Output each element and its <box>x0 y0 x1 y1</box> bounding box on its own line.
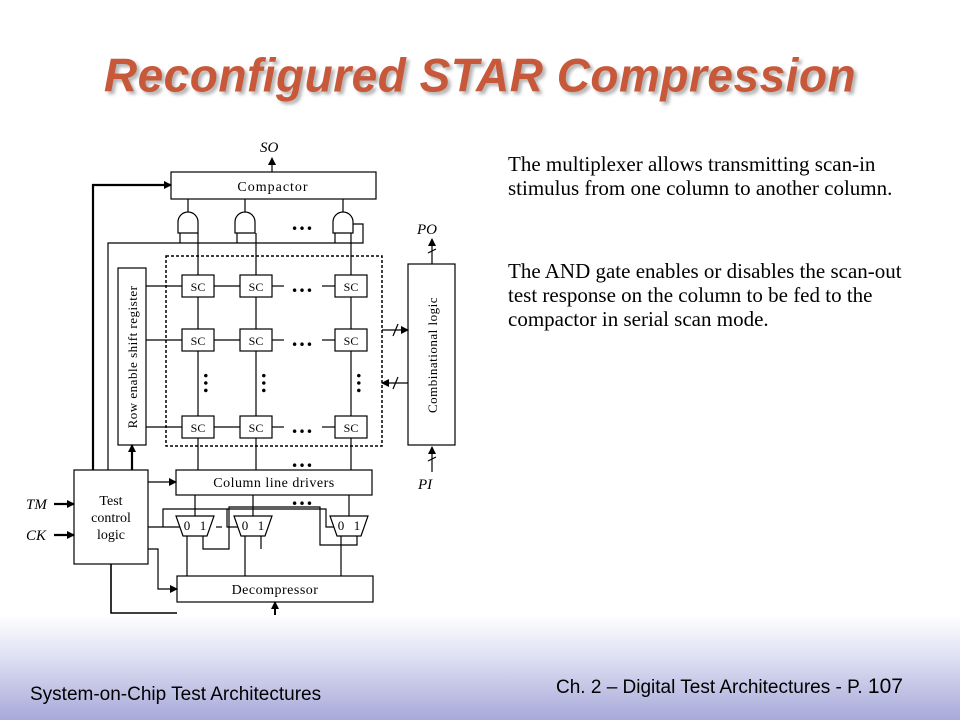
scan-cell: SC <box>249 421 264 435</box>
ck-label: CK <box>26 528 47 544</box>
scan-cell: SC <box>249 280 264 294</box>
mux-1-in1: 1 <box>200 518 207 533</box>
paragraph-and-gate: The AND gate enables or disables the sca… <box>508 259 902 331</box>
scan-cell: SC <box>191 421 206 435</box>
ellipsis: … <box>291 272 313 297</box>
mux-3 <box>329 515 369 537</box>
ellipsis: … <box>291 210 313 235</box>
decompressor-label: Decompressor <box>232 583 319 598</box>
so-label: SO <box>260 140 279 156</box>
page-number: 107 <box>867 675 903 698</box>
mux-2-in0: 0 <box>242 518 249 533</box>
paragraph-multiplexer: The multiplexer allows transmitting scan… <box>508 152 893 200</box>
ellipsis: … <box>199 372 224 394</box>
and-gate-2 <box>234 211 256 234</box>
scan-cell-array <box>165 255 383 447</box>
mux-2-in1: 1 <box>258 518 265 533</box>
test-control-box <box>73 469 149 565</box>
compactor-box <box>170 171 377 200</box>
footer-course-title: System-on-Chip Test Architectures <box>30 684 322 705</box>
scan-cell: SC <box>344 421 359 435</box>
and-gate-3 <box>332 211 354 234</box>
footer-chapter-text: Ch. 2 – Digital Test Architectures - P. <box>556 677 863 698</box>
comb-logic-label: Combinational logic <box>425 297 440 413</box>
mux-1 <box>175 515 215 537</box>
scan-cell: SC <box>191 280 206 294</box>
test-control-line3: logic <box>97 528 125 543</box>
row-register-label: Row enable shift register <box>125 285 140 428</box>
ellipsis: … <box>291 413 313 438</box>
scan-cell: SC <box>191 334 206 348</box>
row-enable-register-box <box>117 267 147 446</box>
footer-band <box>0 615 960 720</box>
po-label: PO <box>416 222 437 238</box>
tm-label: TM <box>26 497 48 513</box>
decompressor-box <box>176 575 374 603</box>
column-drivers-label: Column line drivers <box>213 476 335 491</box>
ellipsis: … <box>352 372 377 394</box>
ellipsis: … <box>257 372 282 394</box>
test-control-line2: control <box>91 511 131 526</box>
scan-cell: SC <box>344 334 359 348</box>
ellipsis: … <box>291 485 313 510</box>
page-title: Reconfigured STAR Compression <box>103 48 857 102</box>
mux-2 <box>233 515 273 537</box>
scan-cell: SC <box>344 280 359 294</box>
and-gate-1 <box>177 211 199 234</box>
footer-chapter: Ch. 2 – Digital Test Architectures - P. … <box>556 675 903 699</box>
test-control-line1: Test <box>99 494 122 509</box>
column-drivers-box <box>175 469 373 496</box>
mux-3-in0: 0 <box>338 518 345 533</box>
mux-3-in1: 1 <box>354 518 361 533</box>
scan-cell: SC <box>249 334 264 348</box>
ellipsis: … <box>291 447 313 472</box>
pi-label: PI <box>417 477 433 493</box>
ellipsis: … <box>291 326 313 351</box>
compactor-label: Compactor <box>237 180 308 195</box>
mux-1-in0: 0 <box>184 518 191 533</box>
